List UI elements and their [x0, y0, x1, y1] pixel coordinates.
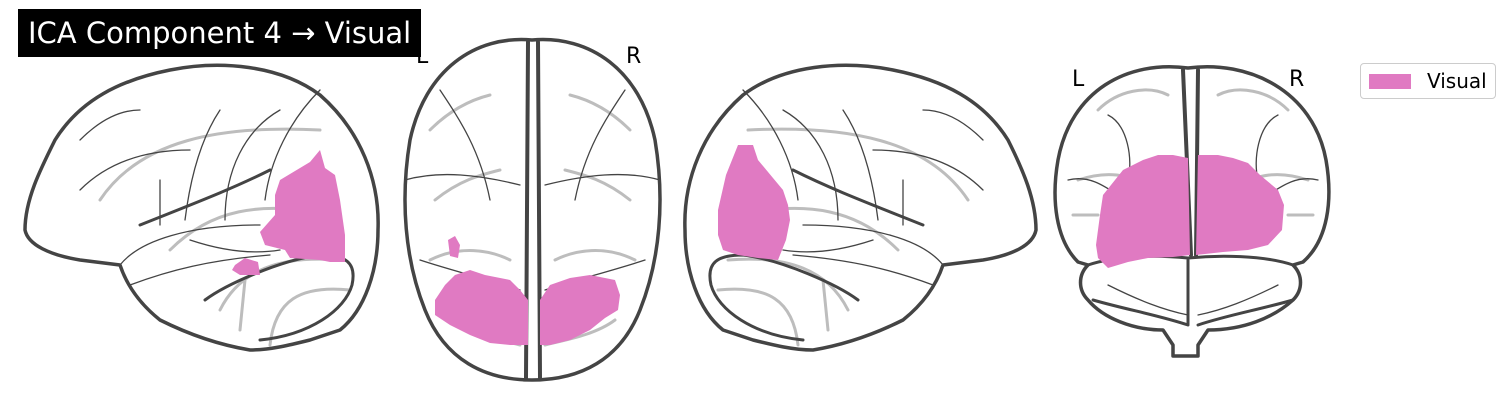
axial-outline [403, 37, 662, 382]
figure-title: ICA Component 4 → Visual [18, 9, 422, 57]
sagittal-left-brain [23, 63, 380, 352]
sagittal-right-gyri-lines [742, 89, 984, 253]
coronal-cerebellum [1086, 254, 1295, 327]
coronal-activation [1096, 155, 1284, 268]
axial-brain [403, 37, 662, 382]
coronal-view: L R [1048, 0, 1338, 420]
sagittal-left-sylvian-fissure [138, 168, 272, 227]
coronal-sulci [1071, 88, 1315, 217]
sagittal-right-brain [683, 63, 1038, 352]
sagittal-left-activation [232, 150, 345, 275]
axial-gyri-lines [404, 89, 661, 291]
legend: Visual [1360, 63, 1496, 99]
sagittal-left-view [20, 0, 390, 420]
coronal-gyri-lines [1067, 114, 1319, 316]
coronal-brain [1053, 65, 1331, 358]
coronal-outline [1053, 65, 1331, 358]
sagittal-right-view [678, 0, 1043, 420]
coronal-right-label: R [1289, 67, 1305, 92]
coronal-left-label: L [1072, 67, 1085, 92]
axial-midline [524, 40, 542, 380]
legend-swatch [1369, 74, 1411, 89]
axial-left-label: L [416, 44, 429, 69]
sagittal-right-outline [683, 63, 1038, 352]
sagittal-right-cerebellum [708, 253, 860, 342]
sagittal-right-activation [718, 145, 790, 260]
axial-right-label: R [626, 44, 642, 69]
sagittal-right-sulci [716, 127, 970, 347]
axial-view: L R [390, 0, 675, 420]
legend-label: Visual [1427, 69, 1487, 93]
sagittal-right-sylvian-fissure [791, 168, 925, 227]
sagittal-left-outline [23, 63, 380, 352]
axial-activation [435, 236, 620, 345]
sagittal-left-gyri-lines [79, 89, 321, 253]
